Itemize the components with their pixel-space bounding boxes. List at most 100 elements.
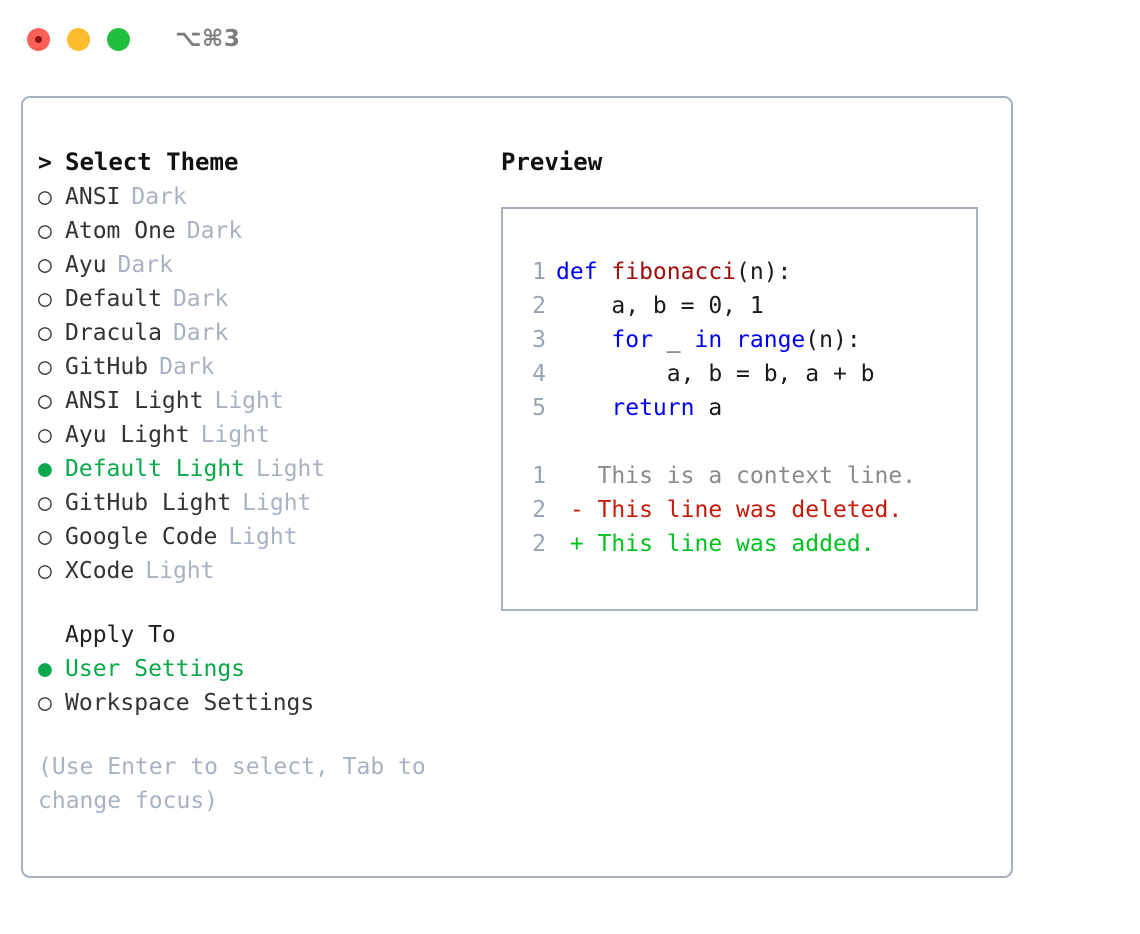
- code-token: for: [611, 327, 653, 353]
- apply-to-item[interactable]: ○ Workspace Settings: [38, 686, 493, 720]
- diff-sample: 1 This is a context line.2 - This line w…: [520, 459, 976, 561]
- theme-variant-label: Light: [214, 388, 284, 414]
- apply-to-label: Workspace Settings: [65, 690, 315, 716]
- theme-name-label: Ayu Light: [65, 422, 190, 448]
- theme-name-label: Dracula: [65, 320, 162, 346]
- title-bar: ⌥⌘3: [0, 0, 1140, 78]
- theme-variant-label: Light: [228, 524, 298, 550]
- apply-to-item[interactable]: ● User Settings: [38, 652, 493, 686]
- code-token: range: [736, 327, 806, 353]
- code-token: (n):: [736, 259, 792, 285]
- code-line: 1 def fibonacci(n):: [520, 255, 976, 289]
- code-token: [556, 327, 611, 353]
- theme-list-item[interactable]: ○ GitHub Light Light: [38, 486, 493, 520]
- close-window-icon[interactable]: [27, 27, 50, 51]
- theme-variant-label: Dark: [186, 218, 243, 244]
- apply-to-list: ● User Settings ○ Workspace Settings: [38, 652, 493, 720]
- radio-unselected-icon[interactable]: ○: [38, 218, 52, 244]
- theme-list-item[interactable]: ○ XCode Light: [38, 554, 493, 588]
- radio-unselected-icon[interactable]: ○: [38, 320, 52, 346]
- minimize-window-icon[interactable]: [67, 27, 90, 51]
- theme-list-item[interactable]: ○ Ayu Light Light: [38, 418, 493, 452]
- theme-variant-label: Light: [256, 456, 326, 482]
- theme-list-item[interactable]: ○ GitHub Dark: [38, 350, 493, 384]
- code-token: (n):: [805, 327, 861, 353]
- line-number: 2: [532, 531, 546, 557]
- code-token: This is a context line.: [556, 463, 917, 489]
- radio-unselected-icon[interactable]: ○: [38, 184, 52, 210]
- keyboard-hint-text: (Use Enter to select, Tab to change focu…: [38, 754, 426, 814]
- code-line: 5 return a: [520, 391, 976, 425]
- code-token: a, b = b, a + b: [556, 361, 875, 387]
- theme-name-label: GitHub: [65, 354, 149, 380]
- theme-variant-label: Dark: [117, 252, 173, 278]
- theme-list-item[interactable]: ● Default Light Light: [38, 452, 493, 486]
- line-number: 5: [532, 395, 546, 421]
- theme-name-label: GitHub Light: [65, 490, 232, 516]
- radio-unselected-icon[interactable]: ○: [38, 422, 52, 448]
- select-theme-header: > Select Theme: [38, 144, 493, 180]
- line-number: 2: [532, 293, 546, 319]
- theme-list-item[interactable]: ○ Atom One Dark: [38, 214, 493, 248]
- theme-list-item[interactable]: ○ Google Code Light: [38, 520, 493, 554]
- theme-name-label: Atom One: [65, 218, 176, 244]
- radio-unselected-icon[interactable]: ○: [38, 690, 52, 716]
- theme-name-label: ANSI Light: [65, 388, 204, 414]
- theme-variant-label: Dark: [172, 286, 229, 312]
- diff-line: 2 + This line was added.: [520, 527, 976, 561]
- radio-selected-icon[interactable]: ●: [38, 456, 52, 482]
- theme-list-item[interactable]: ○ Default Dark: [38, 282, 493, 316]
- theme-variant-label: Dark: [172, 320, 229, 346]
- code-token: a, b = 0, 1: [556, 293, 764, 319]
- prompt-caret-icon: >: [38, 150, 52, 176]
- radio-unselected-icon[interactable]: ○: [38, 524, 52, 550]
- maximize-window-icon[interactable]: [107, 27, 130, 51]
- code-line: 2 a, b = 0, 1: [520, 289, 976, 323]
- line-number: 1: [532, 463, 546, 489]
- radio-selected-icon[interactable]: ●: [38, 656, 52, 682]
- code-token: fibonacci: [611, 259, 737, 285]
- code-token: + This line was added.: [556, 531, 875, 557]
- radio-unselected-icon[interactable]: ○: [38, 558, 52, 584]
- line-number: 3: [532, 327, 546, 353]
- traffic-lights: [27, 27, 130, 51]
- code-token: [556, 395, 611, 421]
- code-line: 3 for _ in range(n):: [520, 323, 976, 357]
- apply-to-label: User Settings: [65, 656, 246, 682]
- theme-list-item[interactable]: ○ Ayu Dark: [38, 248, 493, 282]
- radio-unselected-icon[interactable]: ○: [38, 490, 52, 516]
- list-spacer: [38, 588, 493, 618]
- theme-variant-label: Light: [242, 490, 312, 516]
- theme-variant-label: Dark: [159, 354, 215, 380]
- theme-name-label: Ayu: [65, 252, 107, 278]
- code-line: 4 a, b = b, a + b: [520, 357, 976, 391]
- theme-name-label: XCode: [65, 558, 135, 584]
- line-number: 1: [532, 259, 546, 285]
- diff-line: 1 This is a context line.: [520, 459, 976, 493]
- theme-variant-label: Dark: [131, 184, 187, 210]
- theme-variant-label: Light: [145, 558, 215, 584]
- theme-list-item[interactable]: ○ ANSI Light Light: [38, 384, 493, 418]
- theme-name-label: Default Light: [65, 456, 246, 482]
- theme-list-item[interactable]: ○ Dracula Dark: [38, 316, 493, 350]
- code-token: def: [556, 259, 612, 285]
- code-blank-line: [520, 425, 976, 459]
- preview-title: Preview: [501, 148, 603, 176]
- theme-name-label: Google Code: [65, 524, 218, 550]
- theme-variant-label: Light: [200, 422, 270, 448]
- radio-unselected-icon[interactable]: ○: [38, 388, 52, 414]
- radio-unselected-icon[interactable]: ○: [38, 354, 52, 380]
- select-theme-header-label: Select Theme: [65, 148, 239, 176]
- theme-name-label: Default: [65, 286, 162, 312]
- radio-unselected-icon[interactable]: ○: [38, 286, 52, 312]
- diff-line: 2 - This line was deleted.: [520, 493, 976, 527]
- radio-unselected-icon[interactable]: ○: [38, 252, 52, 278]
